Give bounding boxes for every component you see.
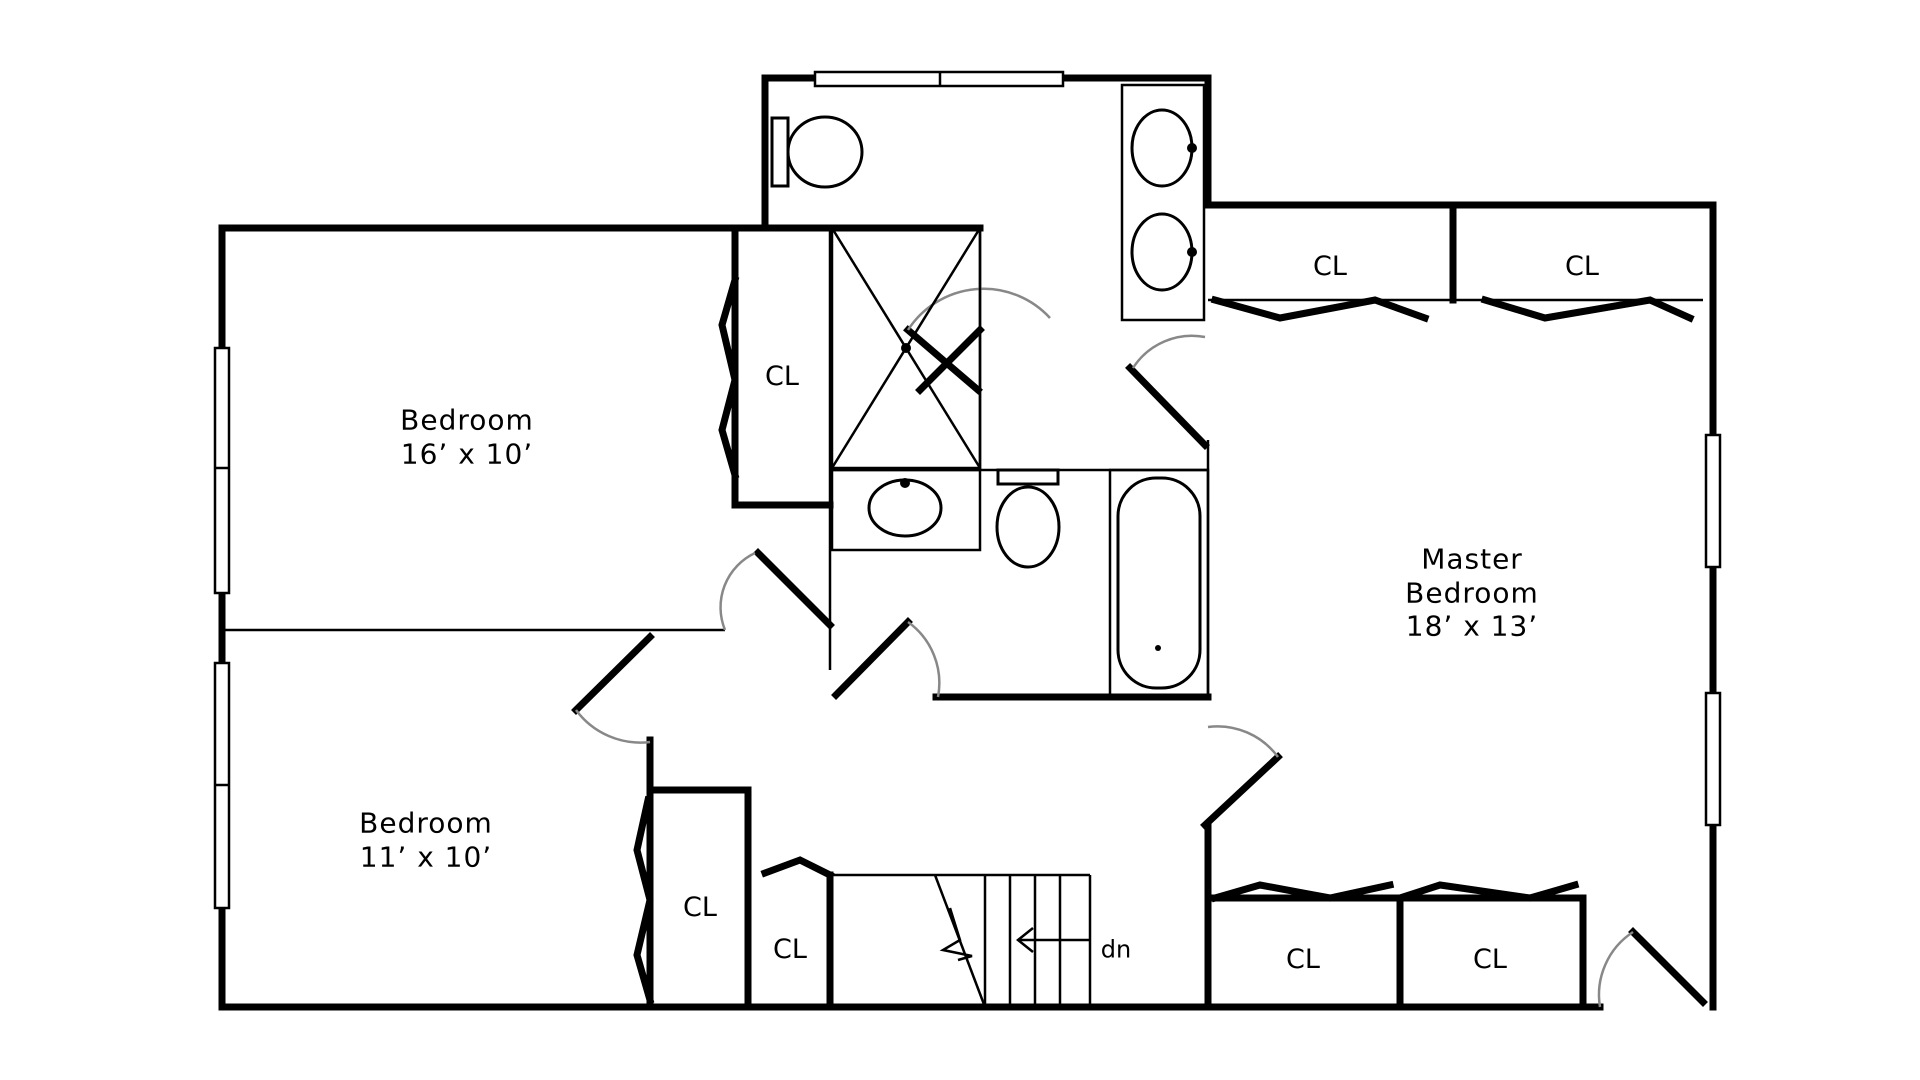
closet-label-master-bottom-right: CL: [1473, 943, 1507, 975]
stairs-down-label: dn: [1100, 935, 1132, 964]
room-name: Bedroom: [400, 403, 534, 437]
staircase: [830, 873, 1092, 1008]
closet-doors: [633, 275, 1695, 1005]
closet-label-master-top-right: CL: [1565, 250, 1599, 282]
closet-label-master-top-left: CL: [1313, 250, 1347, 282]
walls: [218, 74, 1717, 1011]
room-name-line1: Master: [1421, 542, 1523, 576]
room-label-bedroom-11x10: Bedroom 11’ x 10’: [359, 806, 493, 873]
closet-label-hall: CL: [773, 933, 807, 965]
door-swings: [574, 287, 1634, 1008]
room-name-line2: Bedroom: [1405, 576, 1539, 610]
windows: [213, 70, 1722, 910]
room-size: 16’ x 10’: [400, 437, 534, 470]
room-size: 11’ x 10’: [359, 840, 493, 873]
fixtures: [770, 108, 1210, 697]
room-label-master-bedroom: Master Bedroom 18’ x 13’: [1405, 543, 1539, 644]
closet-label-master-bottom-left: CL: [1286, 943, 1320, 975]
room-name: Bedroom: [359, 806, 493, 840]
room-label-bedroom-16x10: Bedroom 16’ x 10’: [400, 403, 534, 470]
closet-label-bedroom-bottom: CL: [683, 891, 717, 923]
room-size: 18’ x 13’: [1405, 609, 1539, 643]
closet-label-bedroom-top: CL: [765, 360, 799, 392]
